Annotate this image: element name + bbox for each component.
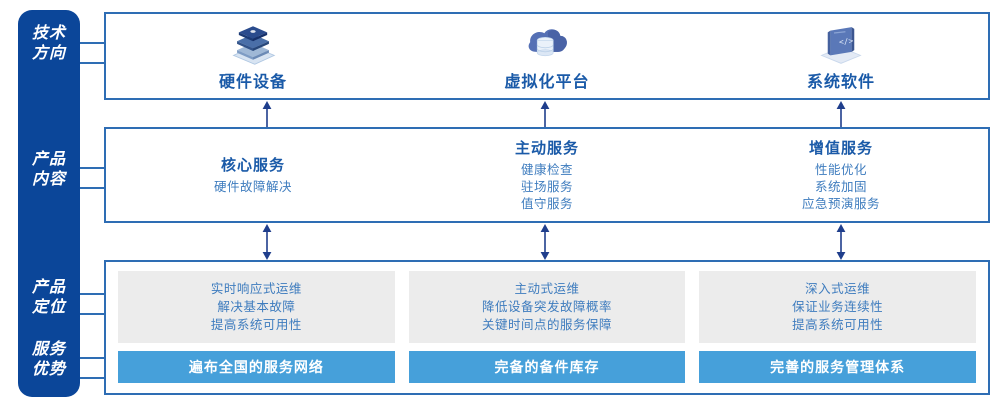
- tech-title-virtualization: 虚拟化平台: [504, 74, 590, 91]
- content-column-core-service[interactable]: 核心服务 硬件故障解决: [106, 129, 400, 221]
- rail-label-positioning-line1: 产品: [31, 279, 66, 296]
- positioning-card-indepth[interactable]: 深入式运维 保证业务连续性 提高系统可用性: [699, 271, 977, 343]
- advantage-bar-row: 遍布全国的服务网络 完备的备件库存 完善的服务管理体系: [118, 351, 977, 383]
- positioning-line-2-0: 深入式运维: [805, 282, 871, 296]
- positioning-line-2-1: 保证业务连续性: [792, 300, 884, 314]
- rail-label-tech-line2: 方向: [31, 45, 66, 62]
- rail-label-service-advantages: 服务 优势: [18, 340, 80, 380]
- rail-label-product-line2: 内容: [31, 171, 66, 188]
- content-heading-value-added: 增值服务: [808, 140, 873, 157]
- rail-label-positioning-line2: 定位: [31, 299, 66, 316]
- content-item-active-1: 驻场服务: [520, 180, 573, 194]
- positioning-line-1-1: 降低设备突发故障概率: [482, 300, 613, 314]
- code-laptop-icon: </>: [820, 27, 862, 64]
- tech-title-hardware: 硬件设备: [218, 74, 287, 91]
- connector-bracket-tech: [80, 42, 108, 64]
- tech-title-system-software: 系统软件: [806, 74, 875, 91]
- tech-direction-section: 硬件设备 虚拟化平台: [104, 12, 990, 100]
- arrow-up-down-icon-left: [262, 224, 272, 260]
- arrow-up-down-icon-middle: [540, 224, 550, 260]
- content-item-core-0: 硬件故障解决: [213, 180, 292, 194]
- svg-text:</>: </>: [838, 36, 853, 46]
- left-category-rail: [18, 10, 80, 397]
- content-item-value-2: 应急预演服务: [801, 197, 880, 211]
- rail-label-product-line1: 产品: [31, 151, 66, 168]
- positioning-card-realtime[interactable]: 实时响应式运维 解决基本故障 提高系统可用性: [118, 271, 395, 343]
- tech-column-system-software[interactable]: </> 系统软件: [694, 14, 988, 98]
- content-heading-active: 主动服务: [514, 140, 579, 157]
- connector-bracket-advantages: [80, 357, 108, 379]
- connector-bracket-content: [80, 167, 108, 189]
- server-stack-icon: [232, 26, 276, 65]
- rail-label-advantages-line1: 服务: [31, 341, 66, 358]
- product-content-section: 核心服务 硬件故障解决 主动服务 健康检查 驻场服务 值守服务 增值服务 性能优…: [104, 127, 990, 223]
- content-heading-core: 核心服务: [220, 157, 285, 174]
- content-item-value-1: 系统加固: [814, 180, 867, 194]
- tech-column-virtualization[interactable]: 虚拟化平台: [400, 14, 694, 98]
- positioning-line-1-0: 主动式运维: [514, 282, 580, 296]
- rail-label-advantages-line2: 优势: [31, 361, 66, 378]
- rail-label-product-positioning: 产品 定位: [18, 278, 80, 318]
- positioning-card-row: 实时响应式运维 解决基本故障 提高系统可用性 主动式运维 降低设备突发故障概率 …: [118, 271, 977, 343]
- connector-bracket-positioning: [80, 293, 108, 315]
- advantage-bar-service-network[interactable]: 遍布全国的服务网络: [118, 351, 395, 383]
- content-item-active-0: 健康检查: [520, 163, 573, 177]
- arrow-up-icon-hardware: [262, 101, 272, 127]
- rail-label-tech-line1: 技术: [31, 25, 66, 42]
- positioning-line-0-0: 实时响应式运维: [210, 282, 302, 296]
- content-column-value-added-service[interactable]: 增值服务 性能优化 系统加固 应急预演服务: [694, 129, 988, 221]
- content-column-active-service[interactable]: 主动服务 健康检查 驻场服务 值守服务: [400, 129, 694, 221]
- rail-label-tech-direction: 技术 方向: [18, 24, 80, 64]
- rail-label-product-content: 产品 内容: [18, 150, 80, 190]
- advantage-bar-management-system[interactable]: 完善的服务管理体系: [699, 351, 977, 383]
- content-item-value-0: 性能优化: [814, 163, 867, 177]
- positioning-card-proactive[interactable]: 主动式运维 降低设备突发故障概率 关键时间点的服务保障: [408, 271, 686, 343]
- content-item-active-2: 值守服务: [520, 197, 573, 211]
- positioning-advantages-section: 实时响应式运维 解决基本故障 提高系统可用性 主动式运维 降低设备突发故障概率 …: [104, 260, 990, 395]
- positioning-line-1-2: 关键时间点的服务保障: [482, 318, 613, 332]
- cloud-database-icon: [528, 29, 567, 57]
- positioning-line-0-1: 解决基本故障: [217, 300, 296, 314]
- arrow-up-down-icon-right: [836, 224, 846, 260]
- positioning-line-0-2: 提高系统可用性: [210, 318, 302, 332]
- arrow-up-icon-system-software: [836, 101, 846, 127]
- positioning-line-2-2: 提高系统可用性: [792, 318, 884, 332]
- advantage-bar-spare-parts[interactable]: 完备的备件库存: [408, 351, 686, 383]
- arrow-up-icon-virtualization: [540, 101, 550, 127]
- tech-column-hardware[interactable]: 硬件设备: [106, 14, 400, 98]
